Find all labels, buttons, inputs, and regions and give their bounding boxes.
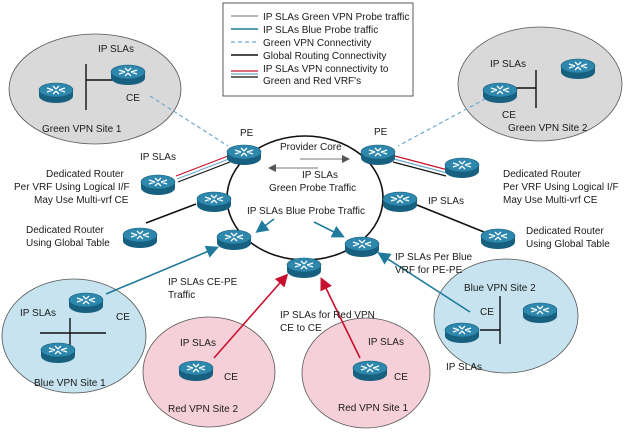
green1-ipsla-router[interactable] <box>110 64 146 86</box>
blue2-ce-label: CE <box>480 307 494 318</box>
dedicated-right-line1: Dedicated Router <box>503 169 581 180</box>
green-probe-traffic-label: Green Probe Traffic <box>269 183 356 194</box>
blue2-site-name: Blue VPN Site 2 <box>464 283 536 294</box>
dedicated-vrf-right-router[interactable] <box>444 157 480 179</box>
blue2-ipslas-label: IP SLAs <box>446 362 482 373</box>
red2-ce-label: CE <box>224 372 238 383</box>
green-site-1-area <box>8 33 182 145</box>
legend-item-vpn-connectivity: IP SLAs VPN connectivity to <box>263 64 389 75</box>
red2-site-name: Red VPN Site 2 <box>168 404 238 415</box>
global-left-router[interactable] <box>122 227 158 249</box>
per-blue-vrf-line2: VRF for PE-PE <box>395 265 463 276</box>
global-right-line1: Dedicated Router <box>526 226 604 237</box>
core-bottom-router[interactable] <box>286 257 322 279</box>
green-vpn-dashed-left <box>149 95 229 147</box>
blue-site-1-area <box>1 278 147 394</box>
blue1-ce-router[interactable] <box>68 292 104 314</box>
global-left-line1: Dedicated Router <box>26 225 104 236</box>
legend-box <box>222 2 414 97</box>
provider-core-label: Provider Core <box>280 142 342 153</box>
red-vpn-ce-line2: CE to CE <box>280 323 322 334</box>
green1-site-name: Green VPN Site 1 <box>42 124 122 135</box>
green2-site-name: Green VPN Site 2 <box>508 123 588 134</box>
green-vpn-dashed-right <box>397 91 499 147</box>
green-probe-ipslas-label: IP SLAs <box>302 170 338 181</box>
legend-item-global: Global Routing Connectivity <box>263 51 386 62</box>
green2-ipsla-router[interactable] <box>482 82 518 104</box>
left-ipslas-label: IP SLAs <box>140 152 176 163</box>
dedicated-left-line1: Dedicated Router <box>46 169 124 180</box>
pe-left-router[interactable] <box>226 144 262 166</box>
legend-item-vpn-connectivity-2: Green and Red VRF's <box>263 76 361 87</box>
per-blue-vrf-line1: IP SLAs Per Blue <box>395 252 473 263</box>
ce-pe-traffic-line2: Traffic <box>168 290 195 301</box>
legend-item-green-probe: IP SLAs Green VPN Probe traffic <box>263 12 409 23</box>
green-site-2-area <box>457 26 623 142</box>
red2-ce-router[interactable] <box>178 360 214 382</box>
legend-item-blue-probe: IP SLAs Blue Probe traffic <box>263 25 378 36</box>
global-left-line2: Using Global Table <box>26 238 110 249</box>
dedicated-left-line3: May Use Multi-vrf CE <box>34 195 129 206</box>
red1-site-name: Red VPN Site 1 <box>338 403 408 414</box>
red1-ce-label: CE <box>394 372 408 383</box>
blue2-ipsla-router[interactable] <box>444 322 480 344</box>
core-bottom-left-router[interactable] <box>216 229 252 251</box>
blue2-ce-router[interactable] <box>522 302 558 324</box>
dedicated-vrf-left-router[interactable] <box>140 174 176 196</box>
blue1-site-name: Blue VPN Site 1 <box>34 378 106 389</box>
legend-item-green-vpn: Green VPN Connectivity <box>263 38 371 49</box>
blue1-ipsla-router[interactable] <box>40 342 76 364</box>
pe-right-router[interactable] <box>360 144 396 166</box>
blue-site-2-area <box>433 258 579 374</box>
core-left-router[interactable] <box>196 191 232 213</box>
red1-ipslas-label: IP SLAs <box>368 337 404 348</box>
green2-ipslas-label: IP SLAs <box>490 59 526 70</box>
dedicated-right-line2: Per VRF Using Logical I/F <box>503 182 619 193</box>
dedicated-left-line2: Per VRF Using Logical I/F <box>14 182 130 193</box>
green2-ce-label: CE <box>502 110 516 121</box>
pe-right-label: PE <box>374 127 388 138</box>
green1-ipslas-label: IP SLAs <box>98 44 134 55</box>
dedicated-right-line3: May Use Multi-vrf CE <box>503 195 598 206</box>
right-ipslas-label: IP SLAs <box>428 196 464 207</box>
green1-ce-router[interactable] <box>38 82 74 104</box>
core-bottom-right-router[interactable] <box>344 236 380 258</box>
ce-pe-traffic-line1: IP SLAs CE-PE <box>168 277 238 288</box>
blue1-ipslas-label: IP SLAs <box>20 308 56 319</box>
pe-left-label: PE <box>240 128 254 139</box>
red-vpn-ce-line1: IP SLAs for Red VPN <box>280 310 375 321</box>
red1-ce-router[interactable] <box>352 360 388 382</box>
blue-probe-traffic-label: IP SLAs Blue Probe Traffic <box>247 206 365 217</box>
green2-ce-router[interactable] <box>560 58 596 80</box>
global-right-router[interactable] <box>480 228 516 250</box>
red2-ipslas-label: IP SLAs <box>180 338 216 349</box>
core-right-router[interactable] <box>382 191 418 213</box>
blue1-ce-label: CE <box>116 312 130 323</box>
global-right-line2: Using Global Table <box>526 239 610 250</box>
green1-ce-label: CE <box>126 93 140 104</box>
